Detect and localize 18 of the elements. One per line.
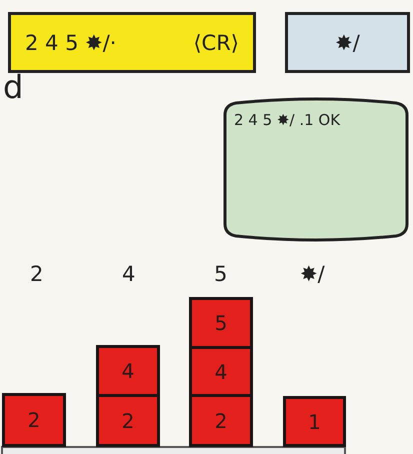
keyboard-input-box — [8, 12, 256, 73]
column-label: 5 — [214, 262, 228, 286]
column-label: 2 — [30, 262, 44, 286]
stack-block: 1 — [283, 396, 346, 447]
column-label: ✸/ — [300, 262, 325, 286]
key-sequence-text: 2 4 5 ✸/· — [25, 30, 116, 54]
stack-block: 2 — [96, 394, 160, 447]
screen-output-text: 2 4 5 ✸/ .1 OK — [234, 111, 340, 129]
stack-block: 4 — [96, 345, 160, 397]
column-label: 4 — [122, 262, 136, 286]
stack-block: 2 — [2, 393, 66, 447]
key-sequence-text: ✸/ — [335, 30, 360, 54]
stack-block: 2 — [189, 394, 253, 447]
stack-block: 4 — [189, 346, 253, 397]
stack-block: 5 — [189, 297, 253, 349]
key-sequence-text: ⟨CR⟩ — [193, 30, 239, 54]
panel-letter: d — [3, 68, 24, 106]
key-box — [285, 12, 410, 73]
